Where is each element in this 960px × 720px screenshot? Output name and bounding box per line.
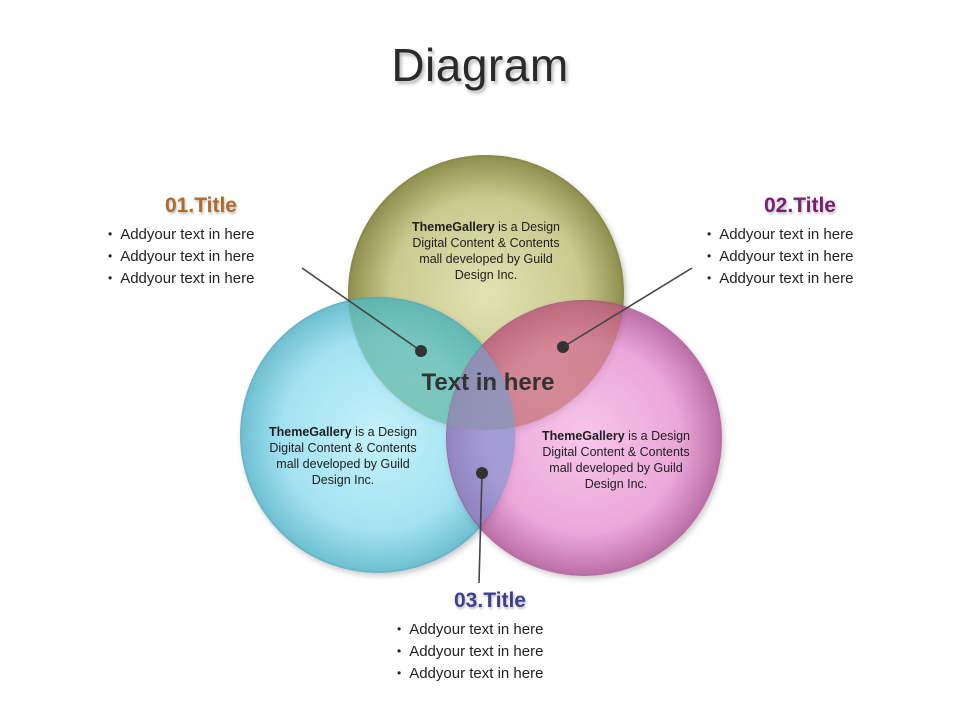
left-circle-text: ThemeGallery is a Design Digital Content…	[258, 424, 428, 488]
list-item: Addyour text in here	[707, 268, 907, 290]
top-circle-text-body: is a Design Digital Content & Contents m…	[412, 220, 560, 282]
top-circle-text: ThemeGallery is a Design Digital Content…	[401, 219, 571, 283]
callout-02-title: 02.Title	[764, 194, 836, 217]
callout-03-list: Addyour text in here Addyour text in her…	[397, 619, 597, 685]
top-circle-text-bold: ThemeGallery	[412, 220, 495, 234]
list-item: Addyour text in here	[707, 224, 907, 246]
callout-02-list: Addyour text in here Addyour text in her…	[707, 224, 907, 290]
list-item: Addyour text in here	[108, 268, 308, 290]
list-item: Addyour text in here	[707, 246, 907, 268]
callout-02: 02.Title Addyour text in here Addyour te…	[707, 194, 907, 290]
connector-line-1	[301, 267, 422, 352]
right-circle-text-body: is a Design Digital Content & Contents m…	[542, 429, 690, 491]
overlap-top-left	[349, 298, 515, 430]
page-title: Diagram	[391, 39, 569, 91]
list-item: Addyour text in here	[108, 246, 308, 268]
list-item: Addyour text in here	[397, 641, 597, 663]
callout-01-list: Addyour text in here Addyour text in her…	[108, 224, 308, 290]
connector-dot-1	[415, 345, 427, 357]
connector-dot-2	[557, 341, 569, 353]
callout-01-title: 01.Title	[165, 194, 237, 217]
left-circle-text-bold: ThemeGallery	[269, 425, 352, 439]
overlap-top-right	[447, 301, 623, 430]
connector-line-2	[562, 267, 693, 348]
list-item: Addyour text in here	[108, 224, 308, 246]
connector-dot-3	[476, 467, 488, 479]
list-item: Addyour text in here	[397, 663, 597, 685]
connector-line-3	[478, 472, 483, 584]
right-circle-text-bold: ThemeGallery	[542, 429, 625, 443]
left-circle-text-body: is a Design Digital Content & Contents m…	[269, 425, 417, 487]
callout-03: 03.Title Addyour text in here Addyour te…	[397, 589, 597, 685]
callout-03-title: 03.Title	[454, 589, 526, 612]
list-item: Addyour text in here	[397, 619, 597, 641]
callout-01: 01.Title Addyour text in here Addyour te…	[108, 194, 308, 290]
center-label: Text in here	[421, 369, 555, 396]
right-circle-text: ThemeGallery is a Design Digital Content…	[531, 428, 701, 492]
